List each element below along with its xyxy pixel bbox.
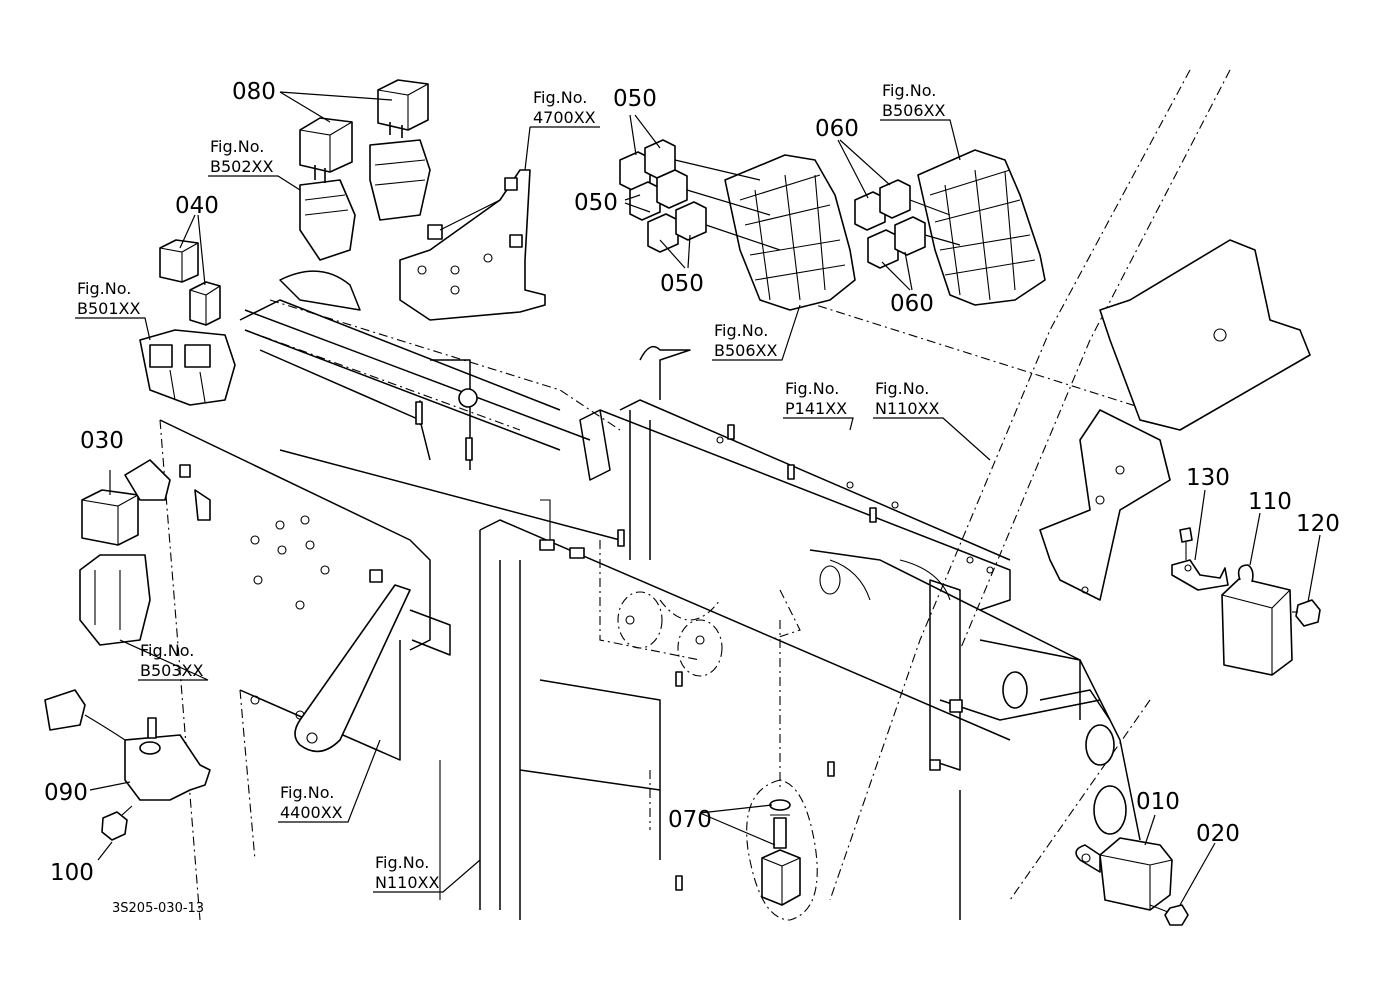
left-panel [159,270,561,900]
figref-n110-upper-line2: N110XX [875,399,939,418]
wire-clip [124,459,211,521]
relay-090 [44,689,211,801]
callout-090: 090 [44,780,88,806]
fuses-060 [854,179,961,269]
callout-030: 030 [80,428,124,454]
leader-lines [89,91,1321,906]
switch-070 [761,799,801,906]
figref-b503-line2: B503XX [140,661,203,680]
callout-110: 110 [1248,489,1292,515]
callout-040: 040 [175,193,219,219]
figref-n110-lower-line2: N110XX [375,873,439,892]
figref-b506-top-line1: Fig.No. [882,81,936,100]
figref-n110-upper-line1: Fig.No. [875,379,929,398]
bracket-130 [1171,527,1229,591]
bolt-100 [101,805,133,841]
figref-b502-line1: Fig.No. [210,137,264,156]
right-brackets [1039,239,1311,601]
figref-p141-line2: P141XX [785,399,847,418]
figref-b506-top-line2: B506XX [882,101,945,120]
frame-outlines [159,69,1231,921]
figref-4400-line1: Fig.No. [280,783,334,802]
figref-b501-line2: B501XX [77,299,140,318]
figref-labels: Fig.No. 4700XX Fig.No. B502XX Fig.No. B5… [77,81,945,892]
fuse-box-b506-left [724,154,856,311]
relay-030 [81,489,139,546]
relay-110 [1221,564,1293,676]
figref-4700-line1: Fig.No. [533,88,587,107]
bracket-4700 [399,169,546,321]
studs [415,401,877,891]
figref-b506-mid-line1: Fig.No. [714,321,768,340]
figref-n110-lower-line1: Fig.No. [375,853,429,872]
figref-4400-line2: 4400XX [280,803,343,822]
figref-leaders [75,119,991,893]
figref-4700-line2: 4700XX [533,108,596,127]
relay-040-b [189,281,221,326]
figref-p141-line1: Fig.No. [785,379,839,398]
figref-b501-line1: Fig.No. [77,279,131,298]
center-frame [479,345,1141,920]
callout-010: 010 [1136,789,1180,815]
callout-080: 080 [232,79,276,105]
fuse-box-b506-right [917,149,1046,306]
relay-socket-b501 [139,329,236,406]
rear-frame [244,309,621,541]
relay-080-b [377,79,429,138]
relay-010 [1075,837,1173,911]
callout-050-top: 050 [613,86,657,112]
callout-050-left: 050 [574,190,618,216]
figref-b503-line1: Fig.No. [140,641,194,660]
figref-b502-line2: B502XX [210,157,273,176]
bolt-020 [1149,904,1189,926]
callout-130: 130 [1186,465,1230,491]
relay-080-a [299,117,353,183]
relay-040-a [159,239,199,283]
callout-020: 020 [1196,821,1240,847]
callout-060-top: 060 [815,116,859,142]
fuses-050 [619,139,781,253]
callout-120: 120 [1296,511,1340,537]
drawing-number: 3S205-030-13 [112,901,204,916]
callout-100: 100 [50,860,94,886]
bolt-120 [1292,599,1321,627]
relay-socket-b502 [299,139,431,261]
callout-070: 070 [668,807,712,833]
figref-b506-mid-line2: B506XX [714,341,777,360]
callout-060-bottom: 060 [890,291,934,317]
callout-labels: 080 040 030 050 050 050 060 060 130 110 … [44,79,1340,886]
relay-socket-b503 [79,554,151,646]
callout-050-bottom: 050 [660,271,704,297]
